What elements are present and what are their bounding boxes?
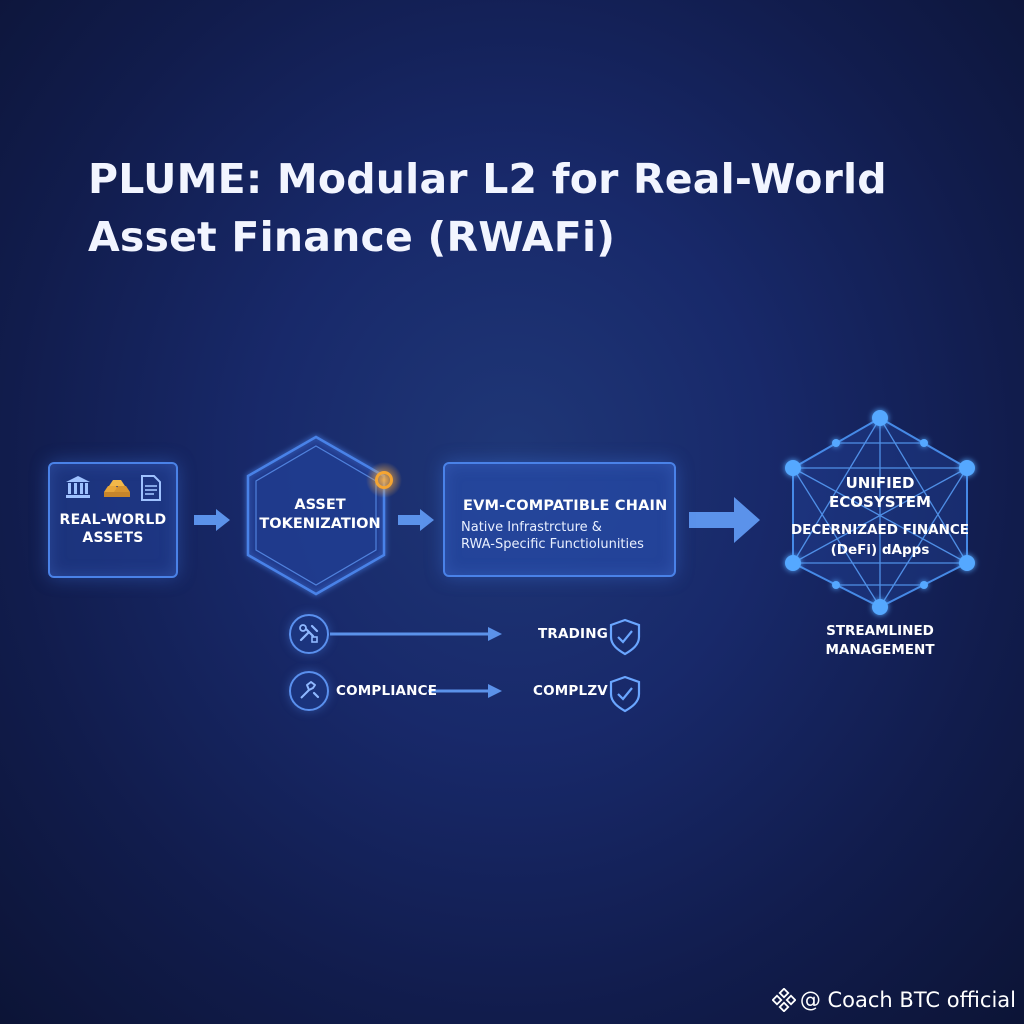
binance-logo-icon xyxy=(771,988,796,1012)
arrow-evm-to-ecosystem xyxy=(689,497,760,543)
arrow-token-to-evm xyxy=(398,509,434,531)
ecosystem-label-line-1: UNIFIED xyxy=(845,474,915,492)
evm-card-title: EVM-COMPATIBLE CHAIN xyxy=(463,498,668,514)
document-icon xyxy=(141,475,161,501)
compliance-label: COMPLIANCE xyxy=(336,683,438,699)
compliance-end-label: COMPLZV xyxy=(533,683,608,699)
network-node xyxy=(872,410,888,426)
page-title: PLUME: Modular L2 for Real-World Asset F… xyxy=(88,150,948,266)
ecosystem-label-line-2: ECOSYSTEM xyxy=(829,493,931,511)
network-node xyxy=(785,555,801,571)
network-node xyxy=(785,460,801,476)
gold-bars-icon xyxy=(104,480,130,497)
network-node xyxy=(920,439,928,447)
evm-card-subtitle-line-2: RWA-Specific Functiolunities xyxy=(461,537,644,552)
tokenization-label-line-2: TOKENIZATION xyxy=(259,516,381,532)
network-node xyxy=(832,581,840,589)
network-node xyxy=(959,555,975,571)
management-label-line-1: STREAMLINED xyxy=(826,623,934,639)
watermark-text: @ Coach BTC official xyxy=(799,988,1016,1012)
trading-label: TRADING xyxy=(538,626,609,642)
ecosystem-network xyxy=(792,416,968,609)
shield-check-icon xyxy=(609,675,641,713)
arrow-rwa-to-token xyxy=(194,509,230,531)
network-node xyxy=(832,439,840,447)
arrow-compliance-flow xyxy=(428,684,502,698)
tools-icon xyxy=(289,614,329,654)
title-line-2: Asset Finance (RWAFi) xyxy=(88,213,616,261)
network-node xyxy=(959,460,975,476)
watermark: @ Coach BTC official xyxy=(771,988,1016,1012)
evm-card-subtitle-line-1: Native Infrastrcture & xyxy=(461,520,602,535)
rwa-label-line-2: ASSETS xyxy=(82,530,144,546)
ecosystem-label-line-4: (DeFi) dApps xyxy=(830,542,930,558)
arrow-trading-flow xyxy=(330,627,502,641)
bank-icon xyxy=(66,476,90,498)
title-line-1: PLUME: Modular L2 for Real-World xyxy=(88,155,887,203)
shield-check-icon xyxy=(609,618,641,656)
management-label-line-2: MANAGEMENT xyxy=(825,642,935,658)
network-node xyxy=(872,599,888,615)
tokenization-label-line-1: ASSET xyxy=(294,497,346,513)
asset-icons xyxy=(66,475,161,501)
network-node xyxy=(920,581,928,589)
rwa-label-line-1: REAL-WORLD xyxy=(59,512,167,528)
real-world-assets-card: REAL-WORLD ASSETS xyxy=(48,462,178,578)
highlight-node-icon xyxy=(366,462,402,498)
wrench-icon xyxy=(289,671,329,711)
ecosystem-nodes xyxy=(785,410,975,615)
evm-chain-card: EVM-COMPATIBLE CHAIN Native Infrastrctur… xyxy=(443,462,676,577)
ecosystem-label-line-3: DECERNIZAED FINANCE xyxy=(790,522,970,538)
